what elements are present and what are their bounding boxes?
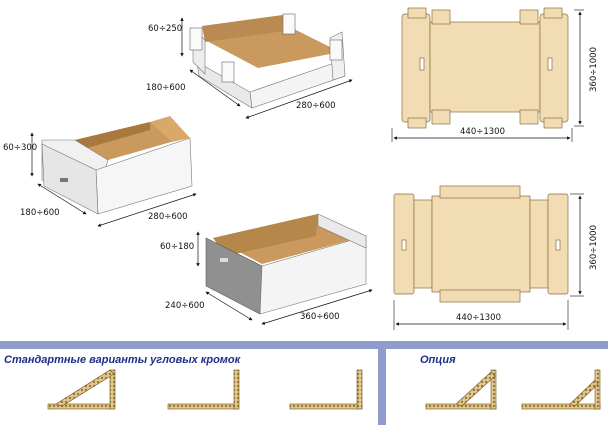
blank1-length-label: 440÷1300 bbox=[460, 127, 505, 137]
box1-height-label: 60÷250 bbox=[148, 24, 182, 34]
box2-height-label: 60÷300 bbox=[3, 143, 37, 153]
box1-length-label: 280÷600 bbox=[296, 101, 336, 111]
box1-back-wall bbox=[202, 14, 292, 42]
option-edge-variant-1 bbox=[425, 369, 497, 410]
box1-floor bbox=[205, 28, 340, 68]
blank2-width-label: 360÷1000 bbox=[589, 225, 599, 270]
corner-edge-variant-2 bbox=[167, 369, 240, 410]
blank1-width-label: 360÷1000 bbox=[589, 47, 599, 92]
option-edge-variant-2 bbox=[521, 369, 601, 410]
box3-back-wall bbox=[213, 214, 318, 256]
box3-right-end bbox=[317, 213, 367, 249]
blank2-length-label: 440÷1300 bbox=[456, 313, 501, 323]
box3-hand-slot bbox=[220, 258, 228, 262]
corner-edge-variant-1 bbox=[47, 369, 116, 410]
box1-corner-post bbox=[189, 27, 203, 51]
blank1-diecut bbox=[401, 7, 569, 129]
box2-length-label: 280÷600 bbox=[148, 212, 188, 222]
box2-inside bbox=[75, 122, 185, 160]
box2-back-wall bbox=[75, 122, 150, 150]
box2-corner-flap bbox=[150, 116, 190, 142]
box3-height-label: 60÷180 bbox=[160, 242, 194, 252]
blank2-diecut bbox=[393, 185, 569, 303]
corner-edge-variant-3 bbox=[289, 369, 363, 410]
box1-corner-post bbox=[329, 39, 343, 61]
box1-corner-post bbox=[221, 61, 235, 83]
box3-length-label: 360÷600 bbox=[300, 312, 340, 322]
standard-edges-caption: Стандартные варианты угловых кромок bbox=[4, 354, 242, 366]
box2-box bbox=[41, 116, 193, 215]
box1-width-label: 180÷600 bbox=[146, 83, 186, 93]
bottom-band bbox=[0, 341, 608, 349]
box1-tray bbox=[189, 13, 346, 109]
box1-corner-post bbox=[282, 13, 296, 35]
box3-width-label: 240÷600 bbox=[165, 301, 205, 311]
bottom-divider bbox=[378, 341, 386, 425]
option-caption: Опция bbox=[420, 354, 456, 366]
box2-width-label: 180÷600 bbox=[20, 208, 60, 218]
box2-hand-slot bbox=[60, 178, 68, 182]
